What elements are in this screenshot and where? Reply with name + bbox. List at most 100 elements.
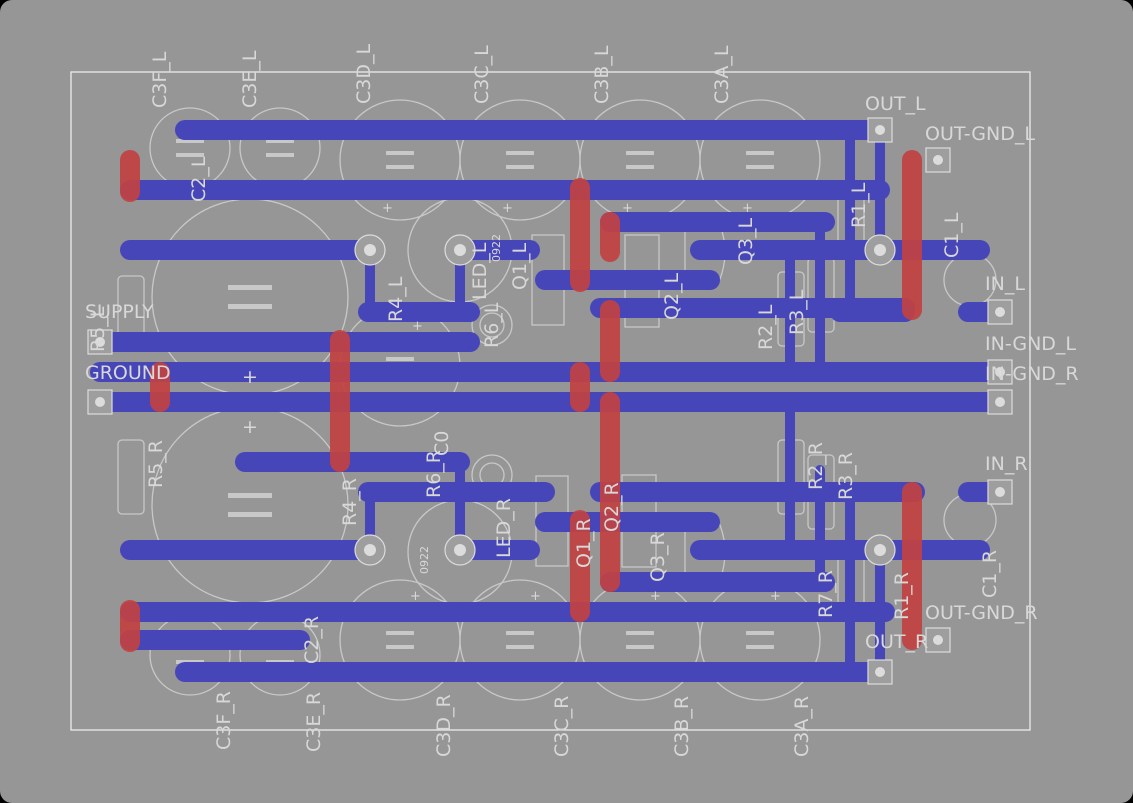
label-r3-l: R3_L [786,289,808,335]
capacitor-plate [176,153,204,157]
pads-layer [87,117,1013,685]
capacitor-plate [386,151,414,155]
label-c3b-l: C3B_L [591,45,613,104]
label-c3a-l: C3A_L [711,45,733,104]
label-c3f-r: C3F_R [213,691,235,750]
label-r2-l: R2_L [755,304,777,350]
polarity-mark-c3b-l: + [622,201,633,216]
pad-hole [95,397,105,407]
label-c2-l: C2_L [188,156,210,202]
square-pad [87,329,113,355]
capacitor-plate [506,165,534,169]
pad-hole [874,244,886,256]
label-c1-r: C1_R [979,550,1001,598]
label-c3d-r: C3D_R [433,694,455,757]
label-c3f-l: C3F_L [149,51,171,108]
label-ground: GROUND [85,362,171,384]
label-r3-r: R3_R [835,452,857,500]
label-c2-r: C2_R [301,616,323,664]
capacitor-plate [228,493,272,498]
pad-hole [454,544,466,556]
label-r2-r: R2_R [805,442,827,490]
label-q2-l: Q2_L [661,272,683,320]
label-in-gnd-l: IN-GND_L [985,333,1076,355]
label-q3-r: Q3_R [647,532,669,582]
label-c3c-l: C3C_L [471,45,493,104]
capacitor-plate [228,512,272,517]
label-out-r: OUT_R [865,631,928,653]
pad-hole [995,397,1005,407]
polarity-mark-c2-r: + [242,416,258,438]
label-led-r: LED_R [493,498,515,558]
capacitor-plate [506,645,534,649]
label-q2-r: Q2_R [601,482,623,532]
label-out-l: OUT_L [865,93,926,115]
polarity-mark-c3c-r: + [530,589,541,604]
polarity-mark-c3b-r: + [650,589,661,604]
polarity-mark-c3c-l: + [502,201,513,216]
pad-hole [454,244,466,256]
top-copper-layer [120,150,922,652]
label-c3c-r: C3C_R [551,696,573,757]
label-q1-l: Q1_L [509,242,531,290]
bottom-copper-layer [90,120,1010,682]
capacitor-plate [176,139,204,143]
pad-hole [933,155,943,165]
capacitor-plate [506,151,534,155]
label-in-l: IN_L [985,273,1025,295]
label-c3b-r: C3B_R [671,696,693,757]
pad-hole [364,244,376,256]
label-r1-l: R1_L [848,182,870,228]
label-c0: C0 [431,431,453,456]
label-part-code-r: 0922 [418,546,431,574]
capacitor-plate [386,645,414,649]
pad-hole [995,487,1005,497]
capacitor-plate [746,631,774,635]
capacitor-plate [386,357,414,361]
capacitor-plate [626,165,654,169]
label-r6-r: R6_R [423,450,445,498]
capacitor-plate [746,645,774,649]
polarity-mark-c3d-l: + [382,201,393,216]
label-c3d-l: C3D_L [353,44,375,104]
capacitor-plate [626,151,654,155]
label-led-l: LED_L [469,242,491,300]
polarity-mark-c0: + [412,319,423,334]
label-r1-r: R1_R [891,572,913,620]
label-q3-l: Q3_L [735,217,757,265]
label-c3e-r: C3E_R [303,692,325,752]
label-r6-l: R6_L [481,302,503,348]
capacitor-plate [746,165,774,169]
pad-hole [874,544,886,556]
polarity-mark-c3d-r: + [410,589,421,604]
polarity-mark-c2-l: + [242,366,258,388]
capacitor-plate [386,631,414,635]
label-c3a-r: C3A_R [791,696,813,757]
pot-inner-r6-l [479,312,505,338]
board-outline [70,71,1031,731]
label-c3e-l: C3E_L [239,50,261,108]
polarity-mark-c3a-r: + [770,589,781,604]
label-r5-l: R5_L [87,306,109,352]
label-out-gnd-r: OUT-GND_R [925,602,1038,624]
label-q1-r: Q1_R [573,518,595,568]
label-r4-r: R4_R [339,478,361,526]
capacitor-plate [228,304,272,309]
label-supply: SUPPLY [85,301,154,323]
pad-hole [95,337,105,347]
capacitor-plate [266,139,294,143]
labels-layer: C3F_L C3E_L C3D_L C3C_L C3B_L C3A_L C3F_… [85,44,1079,757]
capacitor-plate [746,151,774,155]
label-part-code-l: 0922 [490,234,503,262]
capacitor-plate [266,153,294,157]
capacitor-plate [386,165,414,169]
label-r4-l: R4_L [385,276,407,322]
pad-hole [995,307,1005,317]
capacitor-plate [506,631,534,635]
label-c1-l: C1_L [941,212,963,258]
label-in-r: IN_R [985,453,1028,475]
pad-hole [995,367,1005,377]
label-r7-r: R7_R [815,570,837,618]
capacitor-plate [626,645,654,649]
